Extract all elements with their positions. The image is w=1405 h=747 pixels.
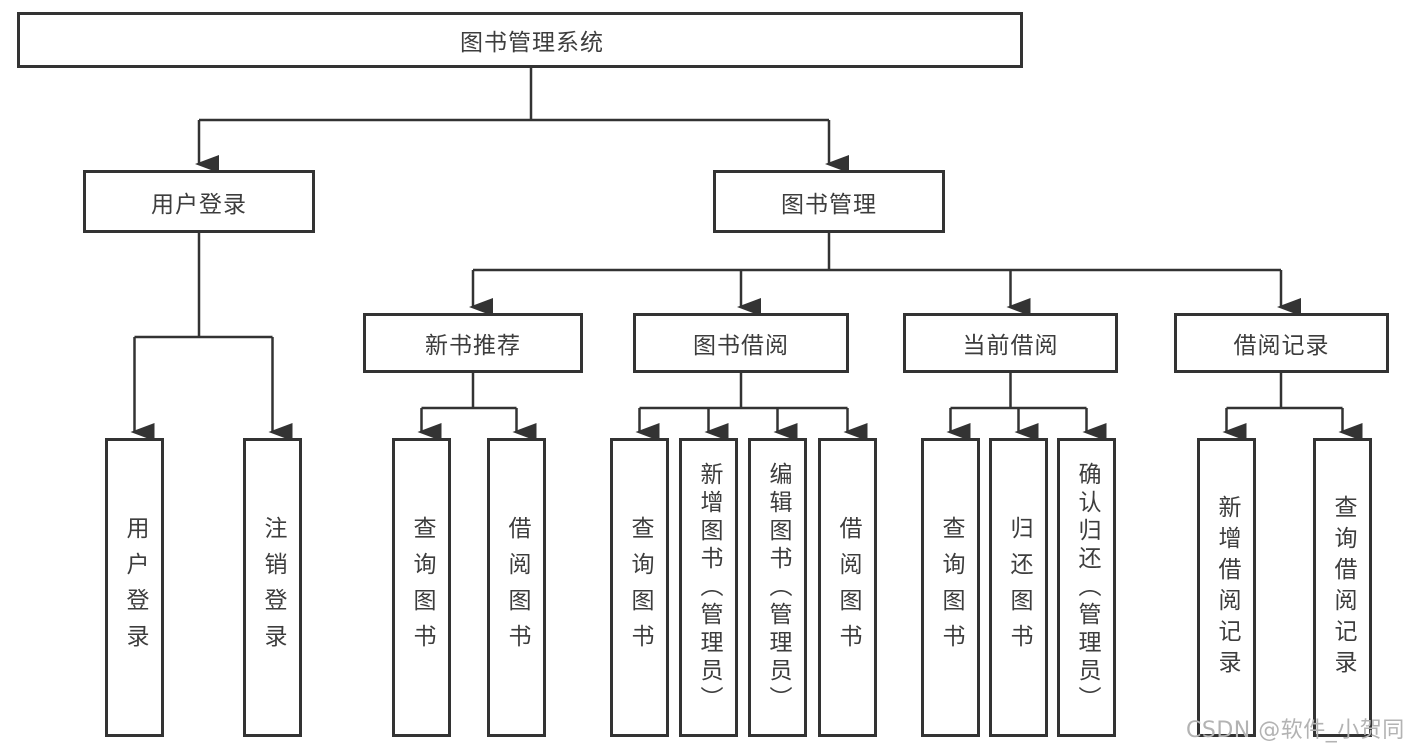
node-leaf-return-book: 归还图书 xyxy=(989,438,1048,737)
leaf-label: 借阅图书 xyxy=(504,515,530,660)
node-root: 图书管理系统 xyxy=(17,12,1023,68)
node-borrow-record: 借阅记录 xyxy=(1174,313,1389,373)
node-leaf-query-borrow-record: 查询借阅记录 xyxy=(1313,438,1372,737)
node-leaf-add-book-admin: 新增图书（管理员） xyxy=(679,438,738,737)
node-user-login: 用户登录 xyxy=(83,170,315,233)
node-current-borrow: 当前借阅 xyxy=(903,313,1118,373)
node-leaf-add-borrow-record: 新增借阅记录 xyxy=(1197,438,1256,737)
node-borrow-record-label: 借阅记录 xyxy=(1233,333,1330,359)
node-root-label: 图书管理系统 xyxy=(460,30,604,56)
node-book-borrow-label: 图书借阅 xyxy=(693,333,789,359)
leaf-label: 确认归还（管理员） xyxy=(1074,461,1100,714)
node-book-management-label: 图书管理 xyxy=(781,191,877,218)
node-new-book-recommend-label: 新书推荐 xyxy=(425,333,521,359)
node-leaf-user-login: 用户登录 xyxy=(105,438,164,737)
node-leaf-borrow-book-1: 借阅图书 xyxy=(487,438,546,737)
node-leaf-edit-book-admin: 编辑图书（管理员） xyxy=(748,438,807,737)
leaf-label: 借阅图书 xyxy=(835,515,861,660)
leaf-label: 查询图书 xyxy=(409,515,435,660)
node-leaf-query-book-1: 查询图书 xyxy=(392,438,451,737)
leaf-label: 编辑图书（管理员） xyxy=(765,461,791,714)
leaf-label: 新增图书（管理员） xyxy=(696,461,722,714)
arrow-down-icons xyxy=(130,120,1363,441)
node-leaf-query-book-2: 查询图书 xyxy=(610,438,669,737)
leaf-label: 注销登录 xyxy=(260,515,286,660)
csdn-watermark: CSDN @软件_小贺同学 xyxy=(1186,718,1405,743)
node-new-book-recommend: 新书推荐 xyxy=(363,313,583,373)
node-leaf-borrow-book-2: 借阅图书 xyxy=(818,438,877,737)
node-user-login-label: 用户登录 xyxy=(151,191,247,218)
node-book-borrow: 图书借阅 xyxy=(633,313,849,373)
node-leaf-confirm-return-admin: 确认归还（管理员） xyxy=(1057,438,1116,737)
leaf-label: 新增借阅记录 xyxy=(1214,494,1240,681)
leaf-label: 查询图书 xyxy=(627,515,653,660)
leaf-label: 归还图书 xyxy=(1006,515,1032,660)
node-current-borrow-label: 当前借阅 xyxy=(962,333,1059,359)
leaf-label: 用户登录 xyxy=(122,515,148,660)
connector-trunks xyxy=(134,68,1343,410)
node-leaf-query-book-3: 查询图书 xyxy=(921,438,980,737)
leaf-label: 查询图书 xyxy=(938,515,964,660)
node-leaf-logout: 注销登录 xyxy=(243,438,302,737)
node-book-management: 图书管理 xyxy=(713,170,945,233)
leaf-label: 查询借阅记录 xyxy=(1330,494,1356,681)
